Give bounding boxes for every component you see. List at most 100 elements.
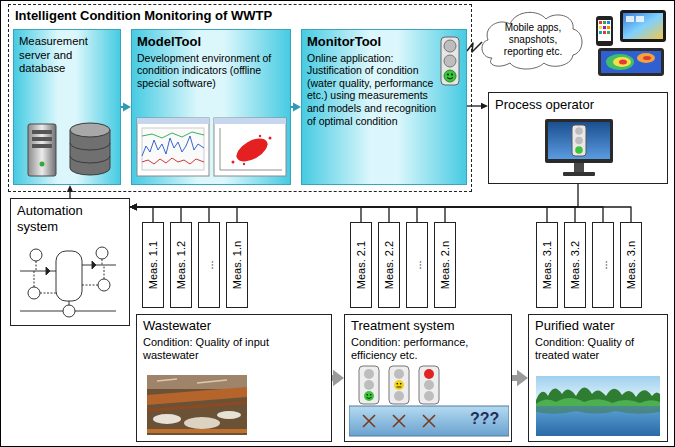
measurement-box: Meas. 1.n <box>226 222 248 308</box>
heatmap-tablet-icon-part <box>619 60 627 65</box>
traffic-light-icon <box>439 36 461 86</box>
treatment-illustration-part <box>400 383 402 385</box>
connector <box>467 103 488 109</box>
arrow-head <box>130 204 137 210</box>
treatment-illustration-part <box>363 415 435 427</box>
traffic-light-icon-part <box>444 55 456 67</box>
connector <box>332 370 344 387</box>
arrow-head <box>130 204 137 210</box>
connector <box>512 370 528 387</box>
connector-line <box>135 207 361 222</box>
stage-box: Purified waterCondition: Quality of trea… <box>528 314 668 442</box>
lake-photo-part <box>536 406 660 414</box>
heatmap-tablet-icon-part <box>613 57 631 67</box>
treatment-illustration-part <box>364 369 374 379</box>
treatment-illustration-part <box>364 391 374 401</box>
arrow-head <box>481 103 488 109</box>
process-schematic-part-part <box>63 305 75 317</box>
connector-line <box>135 207 445 222</box>
box-text: Condition: Quality of treated water <box>535 336 661 362</box>
phone-icon-part <box>607 26 610 29</box>
tablet-icon-part <box>636 16 644 22</box>
wastewater-photo-part <box>157 379 227 383</box>
heatmap-tablet-icon-part <box>598 48 664 76</box>
software-screenshots-part <box>137 118 209 176</box>
box-heading: Process operator <box>495 97 661 113</box>
box-heading: Wastewater <box>143 318 325 334</box>
meas-label: Meas. 1.n <box>231 241 243 289</box>
wastewater-photo-part <box>217 411 241 419</box>
treatment-illustration-part <box>367 397 372 398</box>
treatment-illustration-part <box>397 387 402 388</box>
box-heading: Automation system <box>17 203 123 234</box>
measurement-box: Meas. 3.2 <box>564 222 586 308</box>
software-screenshots-part <box>259 135 261 137</box>
software-screenshots-part <box>233 134 271 167</box>
traffic-light-icon-part <box>441 37 459 85</box>
arrow-head <box>130 204 137 210</box>
treatment-illustration-part <box>389 366 409 404</box>
monitor-icon-part <box>574 163 584 172</box>
connector-line <box>467 42 482 52</box>
heatmap-tablet-icon-part <box>643 56 651 60</box>
connector <box>121 103 131 112</box>
question-marks: ??? <box>470 410 499 428</box>
phone-icon-part <box>603 26 606 29</box>
software-screenshots-part <box>243 163 245 165</box>
phone-icon-part <box>599 26 602 29</box>
lake-photo-part <box>536 387 660 406</box>
meas-label: Meas. 3.1 <box>541 241 553 289</box>
monitor-icon-part <box>563 172 595 176</box>
phone-icon-part <box>599 21 602 24</box>
connector-line <box>467 105 483 106</box>
software-screenshots-part <box>142 158 204 164</box>
box-text: Condition: performance, efficiency etc. <box>351 336 505 362</box>
heatmap-tablet-icon <box>598 48 664 76</box>
lake-photo-part <box>536 398 660 406</box>
treatment-illustration-part <box>359 366 379 404</box>
connector-line <box>135 207 575 222</box>
group-title: Intelligent Condition Monitoring of WWTP <box>15 8 465 24</box>
box-text: Condition: Quality of input wastewater <box>143 336 325 362</box>
connector-line <box>135 207 631 222</box>
software-screenshots-part <box>265 143 268 146</box>
connector-line <box>135 207 603 222</box>
connector-line <box>135 207 417 222</box>
wastewater-photo <box>147 375 247 435</box>
meas-label: Meas. 1.2 <box>175 241 187 289</box>
software-screenshots-part <box>214 118 286 124</box>
wastewater-photo-part <box>147 375 247 435</box>
connector-line <box>135 207 209 222</box>
treatment-illustration-part <box>364 380 374 390</box>
arrow-head <box>333 370 344 387</box>
treatment-illustration-part <box>397 383 399 385</box>
arrow-head <box>130 204 137 210</box>
traffic-light-icon-part <box>444 40 456 52</box>
measurement-box: Meas. 1.2 <box>170 222 192 308</box>
connector <box>130 184 578 210</box>
meas-label: Meas. 2.2 <box>383 241 395 289</box>
tool-box: ModelToolDevelopment environment of cond… <box>131 29 291 185</box>
monitor-icon-part <box>572 125 586 156</box>
tablet-icon <box>620 10 666 42</box>
phone-icon-part <box>603 21 606 24</box>
monitoring-group: Intelligent Condition Monitoring of WWTP… <box>8 4 472 192</box>
connector-line <box>135 207 547 222</box>
software-screenshots-part <box>269 137 272 140</box>
server-database-icon-part <box>28 124 56 176</box>
box-heading: ModelTool <box>137 34 285 50</box>
meas-label: ... <box>203 260 215 269</box>
process-schematic-part-part <box>46 261 96 275</box>
stage-box: WastewaterCondition: Quality of input wa… <box>136 314 332 442</box>
server-database-icon-part <box>32 137 52 141</box>
treatment-illustration-part <box>370 394 372 396</box>
treatment-illustration-part <box>424 391 434 401</box>
arrow-head <box>130 204 137 210</box>
wastewater-photo-part <box>184 417 220 429</box>
measurement-box: Meas. 2.2 <box>378 222 400 308</box>
cloud-shape-part <box>482 12 582 69</box>
treatment-illustration-part <box>394 369 404 379</box>
software-screenshots-part <box>137 118 209 124</box>
meas-label: Meas. 3.2 <box>569 241 581 289</box>
